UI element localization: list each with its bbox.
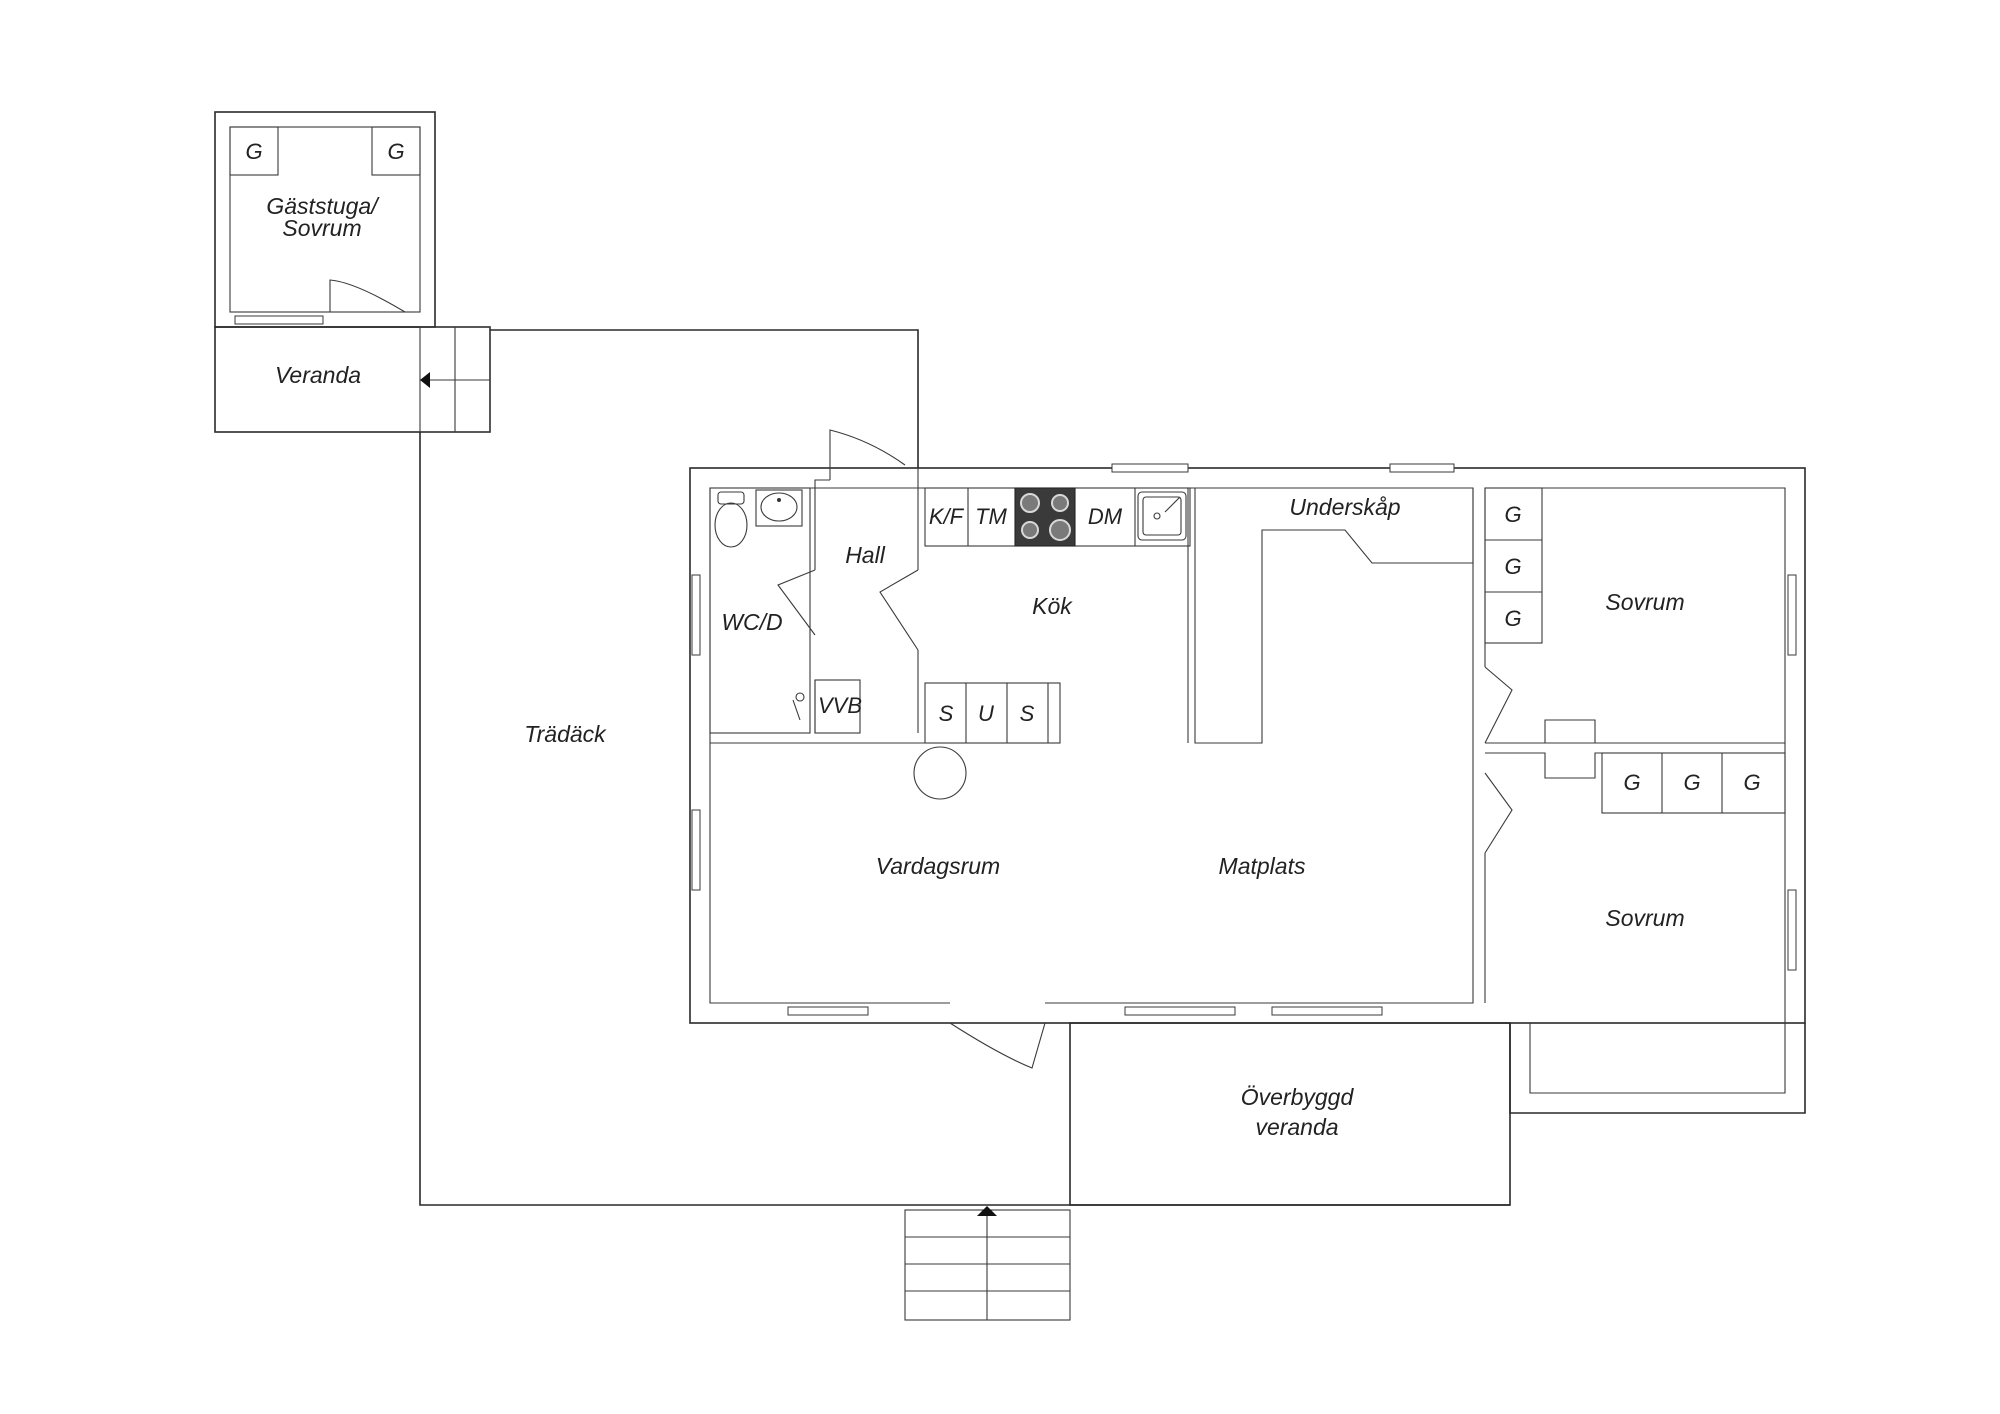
room-label-dining: Matplats <box>1219 853 1306 879</box>
door-swing-icon <box>949 1022 1046 1069</box>
covered-veranda <box>1069 1022 1511 1206</box>
room-label-covered-veranda: veranda <box>1255 1114 1338 1140</box>
door-swing-icon <box>777 569 816 636</box>
wardrobe-label: G <box>1504 606 1521 631</box>
room-label-guest-cabin: Sovrum <box>282 215 361 241</box>
label-undercabinet: Underskåp <box>1289 494 1400 520</box>
wardrobe-label: G <box>1504 502 1521 527</box>
appliance-dishwasher: DM <box>1088 504 1123 529</box>
room-label-wc: WC/D <box>721 609 782 635</box>
sink-icon <box>755 489 803 527</box>
room-label-guest-cabin: Gäststuga/ <box>266 193 380 219</box>
closet-label: U <box>978 701 994 726</box>
window-icon <box>1271 1006 1383 1016</box>
window-icon <box>1389 463 1455 473</box>
kitchen-counter <box>924 487 1191 547</box>
room-label-kitchen: Kök <box>1032 593 1073 619</box>
window-icon <box>787 1006 869 1016</box>
room-label-hall: Hall <box>845 542 886 568</box>
hall <box>777 429 919 734</box>
kitchen-sink-icon <box>1137 491 1187 541</box>
wardrobe-label: G <box>245 139 262 164</box>
entry-arrow-icon <box>977 1206 997 1216</box>
appliance-fridge-freezer: K/F <box>929 504 965 529</box>
wc-bathroom <box>709 487 811 734</box>
room-label-bedroom-2: Sovrum <box>1605 905 1684 931</box>
toilet-icon <box>714 491 748 548</box>
cabin-veranda <box>214 326 491 433</box>
water-heater <box>814 679 861 734</box>
door-swing-icon <box>329 279 406 313</box>
room-label-bedroom-1: Sovrum <box>1605 589 1684 615</box>
stove-icon <box>1014 487 1076 547</box>
kitchen-island <box>1187 487 1474 744</box>
window-icon <box>1787 574 1797 656</box>
room-label-water-heater: VVB <box>818 693 862 718</box>
room-label-covered-veranda: Överbyggd <box>1241 1084 1355 1110</box>
window-icon <box>1124 1006 1236 1016</box>
dining-table-icon <box>913 746 967 800</box>
wardrobe-label: G <box>1743 770 1760 795</box>
window-icon <box>691 574 701 656</box>
room-label-deck: Trädäck <box>524 721 607 747</box>
entry-arrow-icon <box>420 372 430 388</box>
wardrobe-label: G <box>1504 554 1521 579</box>
appliance-dryer: TM <box>975 504 1007 529</box>
door-swing-icon <box>1484 666 1513 744</box>
window-icon <box>1111 463 1189 473</box>
wardrobe-cabin-right <box>371 126 421 176</box>
door-swing-icon <box>879 569 919 651</box>
room-label-veranda: Veranda <box>275 362 361 388</box>
wardrobe-cabin-left <box>229 126 279 176</box>
door-swing-icon <box>829 429 906 480</box>
shower-icon <box>792 699 801 721</box>
window-icon <box>691 809 701 891</box>
window-icon <box>234 315 324 325</box>
stairs-icon <box>904 1206 1071 1321</box>
wardrobe-label: G <box>1683 770 1700 795</box>
bedroom-1 <box>1484 487 1785 744</box>
window-icon <box>1787 889 1797 971</box>
wardrobe-label: G <box>1623 770 1640 795</box>
bedroom-2 <box>1484 752 1786 1003</box>
closet-label: S <box>939 701 954 726</box>
door-swing-icon <box>1484 772 1513 854</box>
room-label-living-room: Vardagsrum <box>876 853 1000 879</box>
wardrobe-label: G <box>387 139 404 164</box>
closet-label: S <box>1020 701 1035 726</box>
